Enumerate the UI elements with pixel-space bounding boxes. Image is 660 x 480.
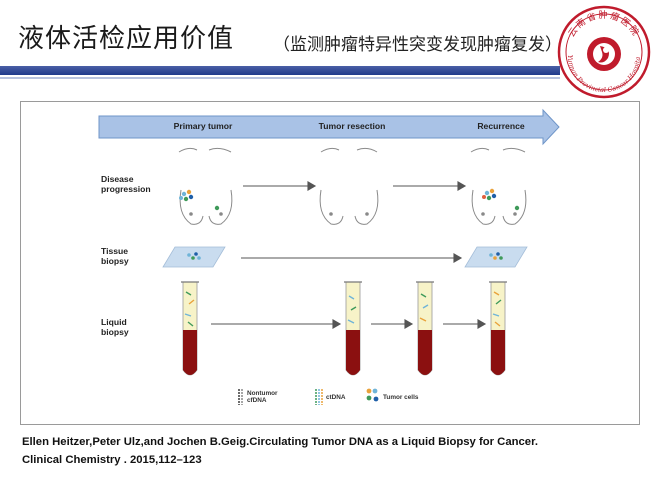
tumor-cluster-primary <box>179 189 220 211</box>
legend-cells-symbol <box>366 388 379 402</box>
row-label-liquid: Liquid biopsy <box>101 317 129 337</box>
breast-primary <box>178 147 233 225</box>
tube-resection <box>344 281 362 376</box>
slide-subtitle: （监测肿瘤特异性突变发现肿瘤复发） <box>273 35 562 55</box>
breast-recurrence <box>470 147 527 225</box>
citation-line-2: Clinical Chemistry . 2015,112–123 <box>22 454 202 466</box>
tube-primary <box>181 281 199 376</box>
slide-title: 液体活检应用价值 <box>18 24 235 54</box>
legend-ctdna-symbol <box>315 389 323 405</box>
timeline-arrow <box>98 108 560 146</box>
hospital-logo: 云南省肿瘤医院 Yunnan Provincial Cancer Hospita… <box>556 4 651 99</box>
tube-followup <box>416 281 434 376</box>
timeline-recurrence: Recurrence <box>477 121 525 131</box>
liquid-arrows <box>211 319 487 329</box>
tube-recurrence <box>489 281 507 376</box>
row-label-disease: Disease progression <box>101 174 151 194</box>
timeline-tumor-resection: Tumor resection <box>318 121 386 131</box>
tissue-arrow <box>241 253 463 263</box>
legend-cells-label: Tumor cells <box>383 394 419 401</box>
citation-line-1: Ellen Heitzer,Peter Ulz,and Jochen B.Gei… <box>22 436 538 448</box>
tumor-cluster-recurrence <box>482 188 520 211</box>
legend-ctdna-label: ctDNA <box>326 394 346 401</box>
blood-tubes <box>181 281 507 376</box>
disease-arrows <box>243 181 467 191</box>
tissue-slide-primary <box>162 246 226 268</box>
breast-resection <box>319 147 379 225</box>
liquid-biopsy-diagram: Primary tumor Tumor resection Recurrence… <box>20 101 640 425</box>
row-label-tissue: Tissue biopsy <box>101 246 129 266</box>
title-underline-bar <box>0 66 560 75</box>
title-underline-thin <box>0 77 560 79</box>
tissue-slide-recurrence <box>464 246 528 268</box>
legend-nontumor-symbol <box>238 389 243 405</box>
timeline-primary-tumor: Primary tumor <box>173 121 233 131</box>
legend-nontumor-label: Nontumor cfDNA <box>247 390 278 404</box>
citation: Ellen Heitzer,Peter Ulz,and Jochen B.Gei… <box>22 433 642 469</box>
